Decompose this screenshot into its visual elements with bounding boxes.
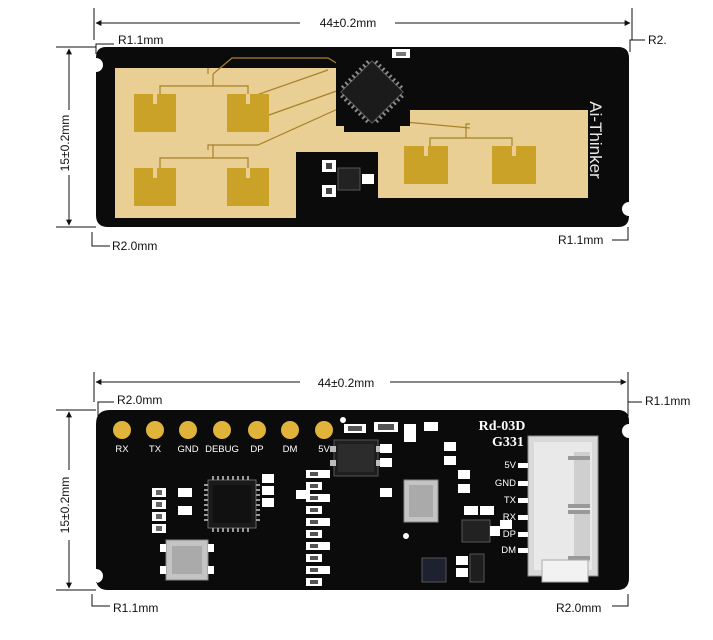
pad-label: DP xyxy=(250,444,263,455)
connector-pin-label: RX xyxy=(503,512,517,523)
top-height-dimension: 15±0.2mm xyxy=(56,46,96,228)
bottom-corner-tl-label: R2.0mm xyxy=(117,393,162,407)
bottom-corner-bl-label: R1.1mm xyxy=(113,601,158,615)
connector-pin-label: 5V xyxy=(504,460,516,471)
pad-rx xyxy=(113,421,131,439)
top-corner-tl-label: R1.1mm xyxy=(118,33,163,47)
top-mount-hole xyxy=(624,203,636,215)
bottom-inductor xyxy=(403,479,439,523)
bottom-regulator xyxy=(330,439,382,477)
connector-pin-label: DM xyxy=(501,545,516,556)
bottom-transistor xyxy=(461,519,500,543)
bottom-pcb-board xyxy=(96,410,629,590)
bottom-mount-hole xyxy=(624,425,636,437)
pad-label: RX xyxy=(115,444,129,455)
pad-label: TX xyxy=(149,444,162,455)
top-height-label: 15±0.2mm xyxy=(58,115,72,172)
bottom-mcu-chip xyxy=(204,476,260,532)
top-corner-tr-label: R2. xyxy=(648,33,667,47)
top-width-dimension: 44±0.2mm xyxy=(93,8,633,40)
pad-dm xyxy=(281,421,299,439)
top-radar-chip xyxy=(336,58,410,126)
bottom-height-dimension: 15±0.2mm xyxy=(56,409,96,591)
bottom-corner-br-label: R2.0mm xyxy=(556,601,601,615)
connector-pin-label: GND xyxy=(495,478,516,489)
bottom-batch-label: G331 xyxy=(492,435,524,450)
top-view: 44±0.2mm 15±0.2mm R1.1mm R2. R2.0mm R1.1… xyxy=(56,8,667,253)
top-mount-hole xyxy=(90,59,102,71)
top-transistor xyxy=(322,160,374,197)
bottom-crystal xyxy=(160,539,214,581)
bottom-width-dimension: 44±0.2mm xyxy=(93,372,629,402)
bottom-mount-hole xyxy=(90,570,102,582)
top-corner-br-label: R1.1mm xyxy=(558,233,603,247)
pad-label: GND xyxy=(177,444,198,455)
bottom-connector: 5V GND TX RX DP DM xyxy=(495,435,599,583)
bottom-width-label: 44±0.2mm xyxy=(318,376,375,390)
pad-gnd xyxy=(179,421,197,439)
bottom-model-label: Rd-03D xyxy=(479,419,526,434)
pad-label: DEBUG xyxy=(205,444,239,455)
pad-debug xyxy=(213,421,231,439)
top-width-label: 44±0.2mm xyxy=(320,16,377,30)
bottom-sensor-chip xyxy=(421,557,447,583)
pad-5v xyxy=(315,421,333,439)
connector-pin-label: TX xyxy=(504,495,517,506)
bottom-corner-tr-label: R1.1mm xyxy=(645,394,690,408)
pin1-marker xyxy=(340,417,346,423)
bottom-marker-dot xyxy=(403,533,409,539)
bottom-small-ic xyxy=(469,553,485,583)
pad-dp xyxy=(248,421,266,439)
top-antenna-patches xyxy=(134,94,536,206)
bottom-height-label: 15±0.2mm xyxy=(58,477,72,534)
connector-pin-label: DP xyxy=(503,529,516,540)
top-corner-bl-label: R2.0mm xyxy=(112,239,157,253)
pad-label: 5V xyxy=(318,444,330,455)
bottom-view: 44±0.2mm 15±0.2mm R2.0mm R1.1mm R1.1mm R… xyxy=(56,372,690,615)
bottom-pad-row: RX TX GND DEBUG DP DM 5V xyxy=(113,417,346,455)
top-silkscreen-brand: Ai-Thinker xyxy=(586,101,605,179)
pad-label: DM xyxy=(283,444,298,455)
pad-tx xyxy=(146,421,164,439)
